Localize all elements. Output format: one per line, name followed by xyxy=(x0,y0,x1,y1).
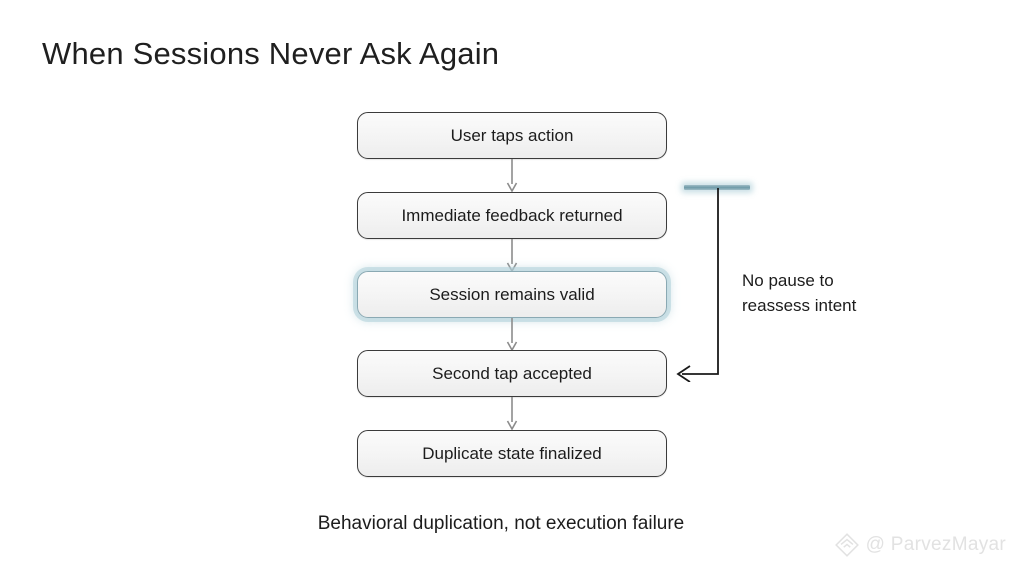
flow-node-label: Second tap accepted xyxy=(432,363,592,383)
diamond-chevron-logo-icon xyxy=(834,533,859,557)
flow-connector-arrow-icon xyxy=(506,239,518,272)
flow-node-label: Session remains valid xyxy=(429,284,595,304)
flow-node-label: User taps action xyxy=(450,125,574,145)
flow-node-duplicate-state-finalized: Duplicate state finalized xyxy=(357,430,667,477)
watermark: @ ParvezMayar xyxy=(834,532,1006,558)
page-title: When Sessions Never Ask Again xyxy=(42,36,500,71)
flow-node-label: Immediate feedback returned xyxy=(401,205,623,225)
flow-node-user-taps-action: User taps action xyxy=(357,112,667,159)
flow-node-label: Duplicate state finalized xyxy=(422,443,602,463)
annotation-highlight-bar xyxy=(684,185,750,190)
caption: Behavioral duplication, not execution fa… xyxy=(0,513,1024,535)
flow-connector-arrow-icon xyxy=(506,318,518,351)
flow-connector-arrow-icon xyxy=(506,159,518,192)
flow-connector-arrow-icon xyxy=(506,397,518,430)
annotation-label: No pause to reassess intent xyxy=(742,271,857,315)
caption-text: Behavioral duplication, not execution fa… xyxy=(317,513,685,534)
annotation-elbow-arrow-icon xyxy=(676,188,719,382)
flow-node-second-tap-accepted: Second tap accepted xyxy=(357,350,667,397)
flow-node-session-remains-valid: Session remains valid xyxy=(357,271,667,318)
watermark-handle: @ ParvezMayar xyxy=(865,534,1006,555)
flow-node-immediate-feedback-returned: Immediate feedback returned xyxy=(357,192,667,239)
